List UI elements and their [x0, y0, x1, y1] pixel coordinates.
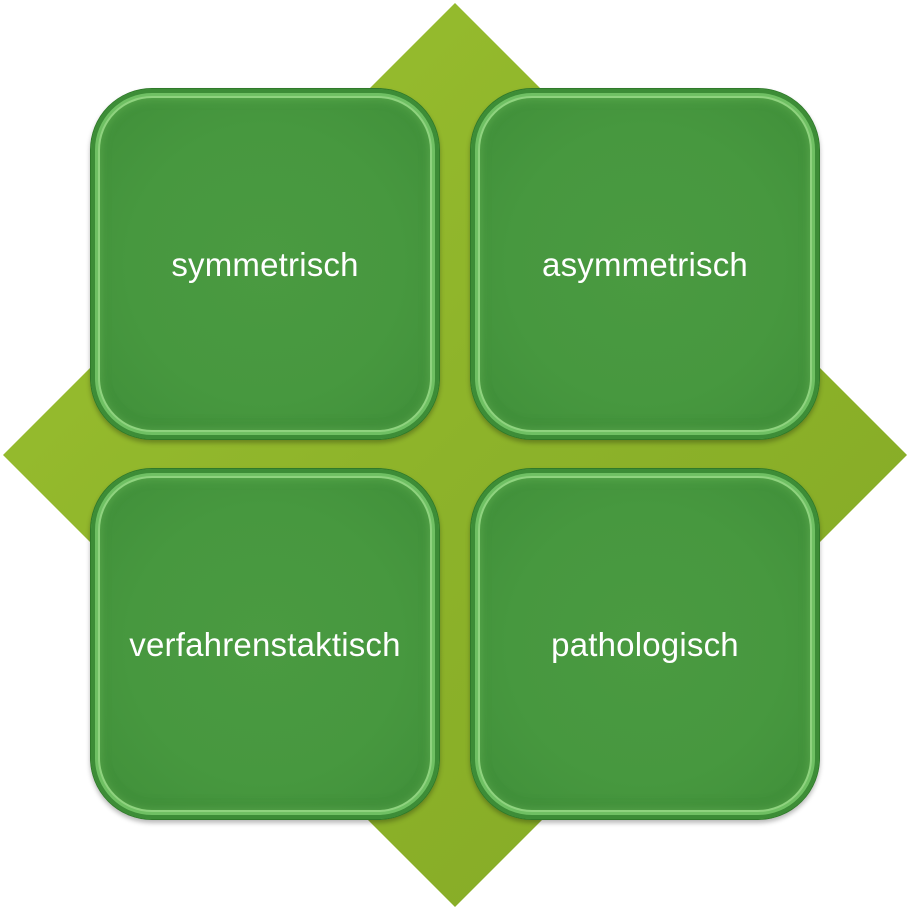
tile-verfahrenstaktisch: verfahrenstaktisch — [90, 468, 440, 820]
tile-symmetrisch: symmetrisch — [90, 88, 440, 440]
tile-asymmetrisch: asymmetrisch — [470, 88, 820, 440]
tile-label-pathologisch: pathologisch — [551, 625, 739, 663]
tile-label-verfahrenstaktisch: verfahrenstaktisch — [129, 625, 401, 663]
tile-pathologisch: pathologisch — [470, 468, 820, 820]
tile-label-symmetrisch: symmetrisch — [171, 245, 359, 283]
tile-label-asymmetrisch: asymmetrisch — [542, 245, 748, 283]
